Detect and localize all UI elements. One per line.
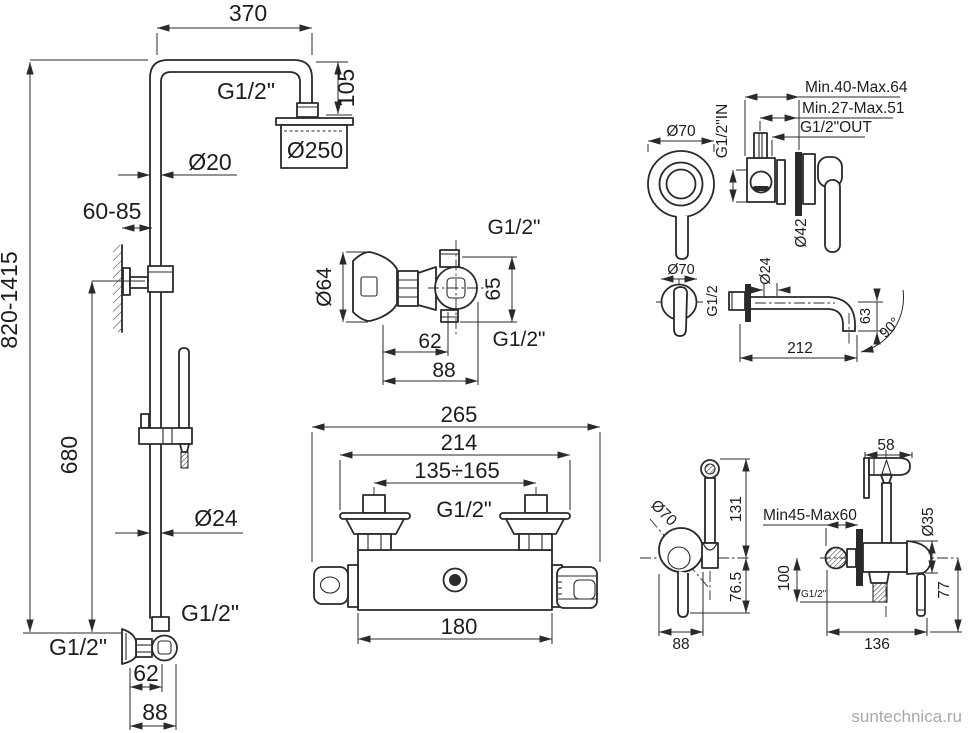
dim-spout-drop: 63 — [858, 308, 874, 324]
dim-pipe-diameter: Ø20 — [188, 149, 231, 175]
dim-elbow-width: 88 — [142, 699, 168, 725]
dim-top-width: 370 — [229, 0, 267, 26]
dim-body-width: 180 — [441, 614, 478, 639]
dim-elbow-height: 65 — [482, 277, 505, 300]
dim-bidet-head-width: 58 — [877, 437, 894, 454]
dim-depth-inner: Min.27-Max.51 — [802, 100, 905, 117]
label-thread-top: G1/2" — [217, 78, 275, 104]
label-thread-inlet: G1/2" — [49, 634, 107, 660]
dim-bidet-outlet-height: 100 — [776, 565, 793, 591]
dim-head-offset: 105 — [333, 69, 359, 107]
figure-wall-spout: Ø70 G1/2 Ø24 212 63 90° — [656, 257, 904, 362]
figure-thermostatic-mixer: 265 214 135÷165 G1/2" 180 — [311, 402, 601, 644]
dim-centers-range: 135÷165 — [414, 458, 500, 483]
dim-overall-width: 265 — [441, 402, 478, 427]
dim-elbow-width: 88 — [432, 359, 455, 382]
label-outlet: G1/2"OUT — [800, 119, 872, 136]
watermark: suntechnica.ru — [851, 707, 962, 726]
figure-concealed-mixer: Ø70 G1/2"IN Ø42 Min.40-Max.64 Min.27-Max… — [647, 79, 908, 260]
dim-bidet-total-width: 136 — [864, 636, 890, 653]
dim-plate-diameter: Ø70 — [666, 123, 696, 140]
dim-spout-length: 212 — [787, 340, 813, 357]
label-mixer-thread: G1/2" — [436, 497, 492, 522]
dim-bidet-width: 88 — [672, 636, 689, 653]
dim-rail-height: 680 — [56, 436, 82, 474]
dim-bracket-range: 60-85 — [83, 198, 142, 224]
dim-spout-pipe-diameter: Ø24 — [758, 257, 774, 284]
dim-flange-diameter: Ø64 — [313, 267, 336, 307]
label-bidet-thread: G1/2" — [801, 589, 827, 600]
label-inlet: G1/2"IN — [714, 104, 731, 159]
dim-lower-pipe-diameter: Ø24 — [194, 505, 238, 531]
dim-depth-outer: Min.40-Max.64 — [805, 79, 908, 96]
label-elbow-thread-top: G1/2" — [488, 216, 541, 239]
dim-elbow-depth: 62 — [133, 660, 159, 686]
label-spout-thread: G1/2 — [705, 285, 721, 316]
dim-bidet-lower-height: 76.5 — [728, 572, 745, 602]
dim-bidet-upper-height: 131 — [728, 496, 745, 522]
label-elbow-thread-bottom: G1/2" — [493, 328, 546, 351]
dim-head-diameter: Ø250 — [287, 137, 343, 163]
figure-bidet-set: Ø70 131 76.5 88 58 — [640, 437, 962, 653]
dim-height-range: 820-1415 — [0, 251, 22, 348]
dim-rosette-diameter: Ø42 — [793, 218, 810, 247]
dim-elbow-depth: 62 — [418, 330, 441, 353]
dim-bidet-recess-range: Min45-Max60 — [763, 507, 857, 524]
dim-bidet-plate-diameter: Ø70 — [647, 497, 680, 530]
label-thread-mid: G1/2" — [181, 600, 239, 626]
dim-bidet-hose-drop: 77 — [936, 581, 953, 598]
dim-flange-span: 214 — [441, 430, 478, 455]
dim-bidet-head-diameter: Ø35 — [920, 507, 937, 536]
figure-wall-elbow: Ø64 65 G1/2" G1/2" 62 88 — [313, 216, 545, 385]
dim-spout-plate-diameter: Ø70 — [667, 262, 694, 278]
figure-shower-column: 370 820-1415 680 105 G1/2" Ø250 Ø20 60-8… — [0, 0, 359, 730]
